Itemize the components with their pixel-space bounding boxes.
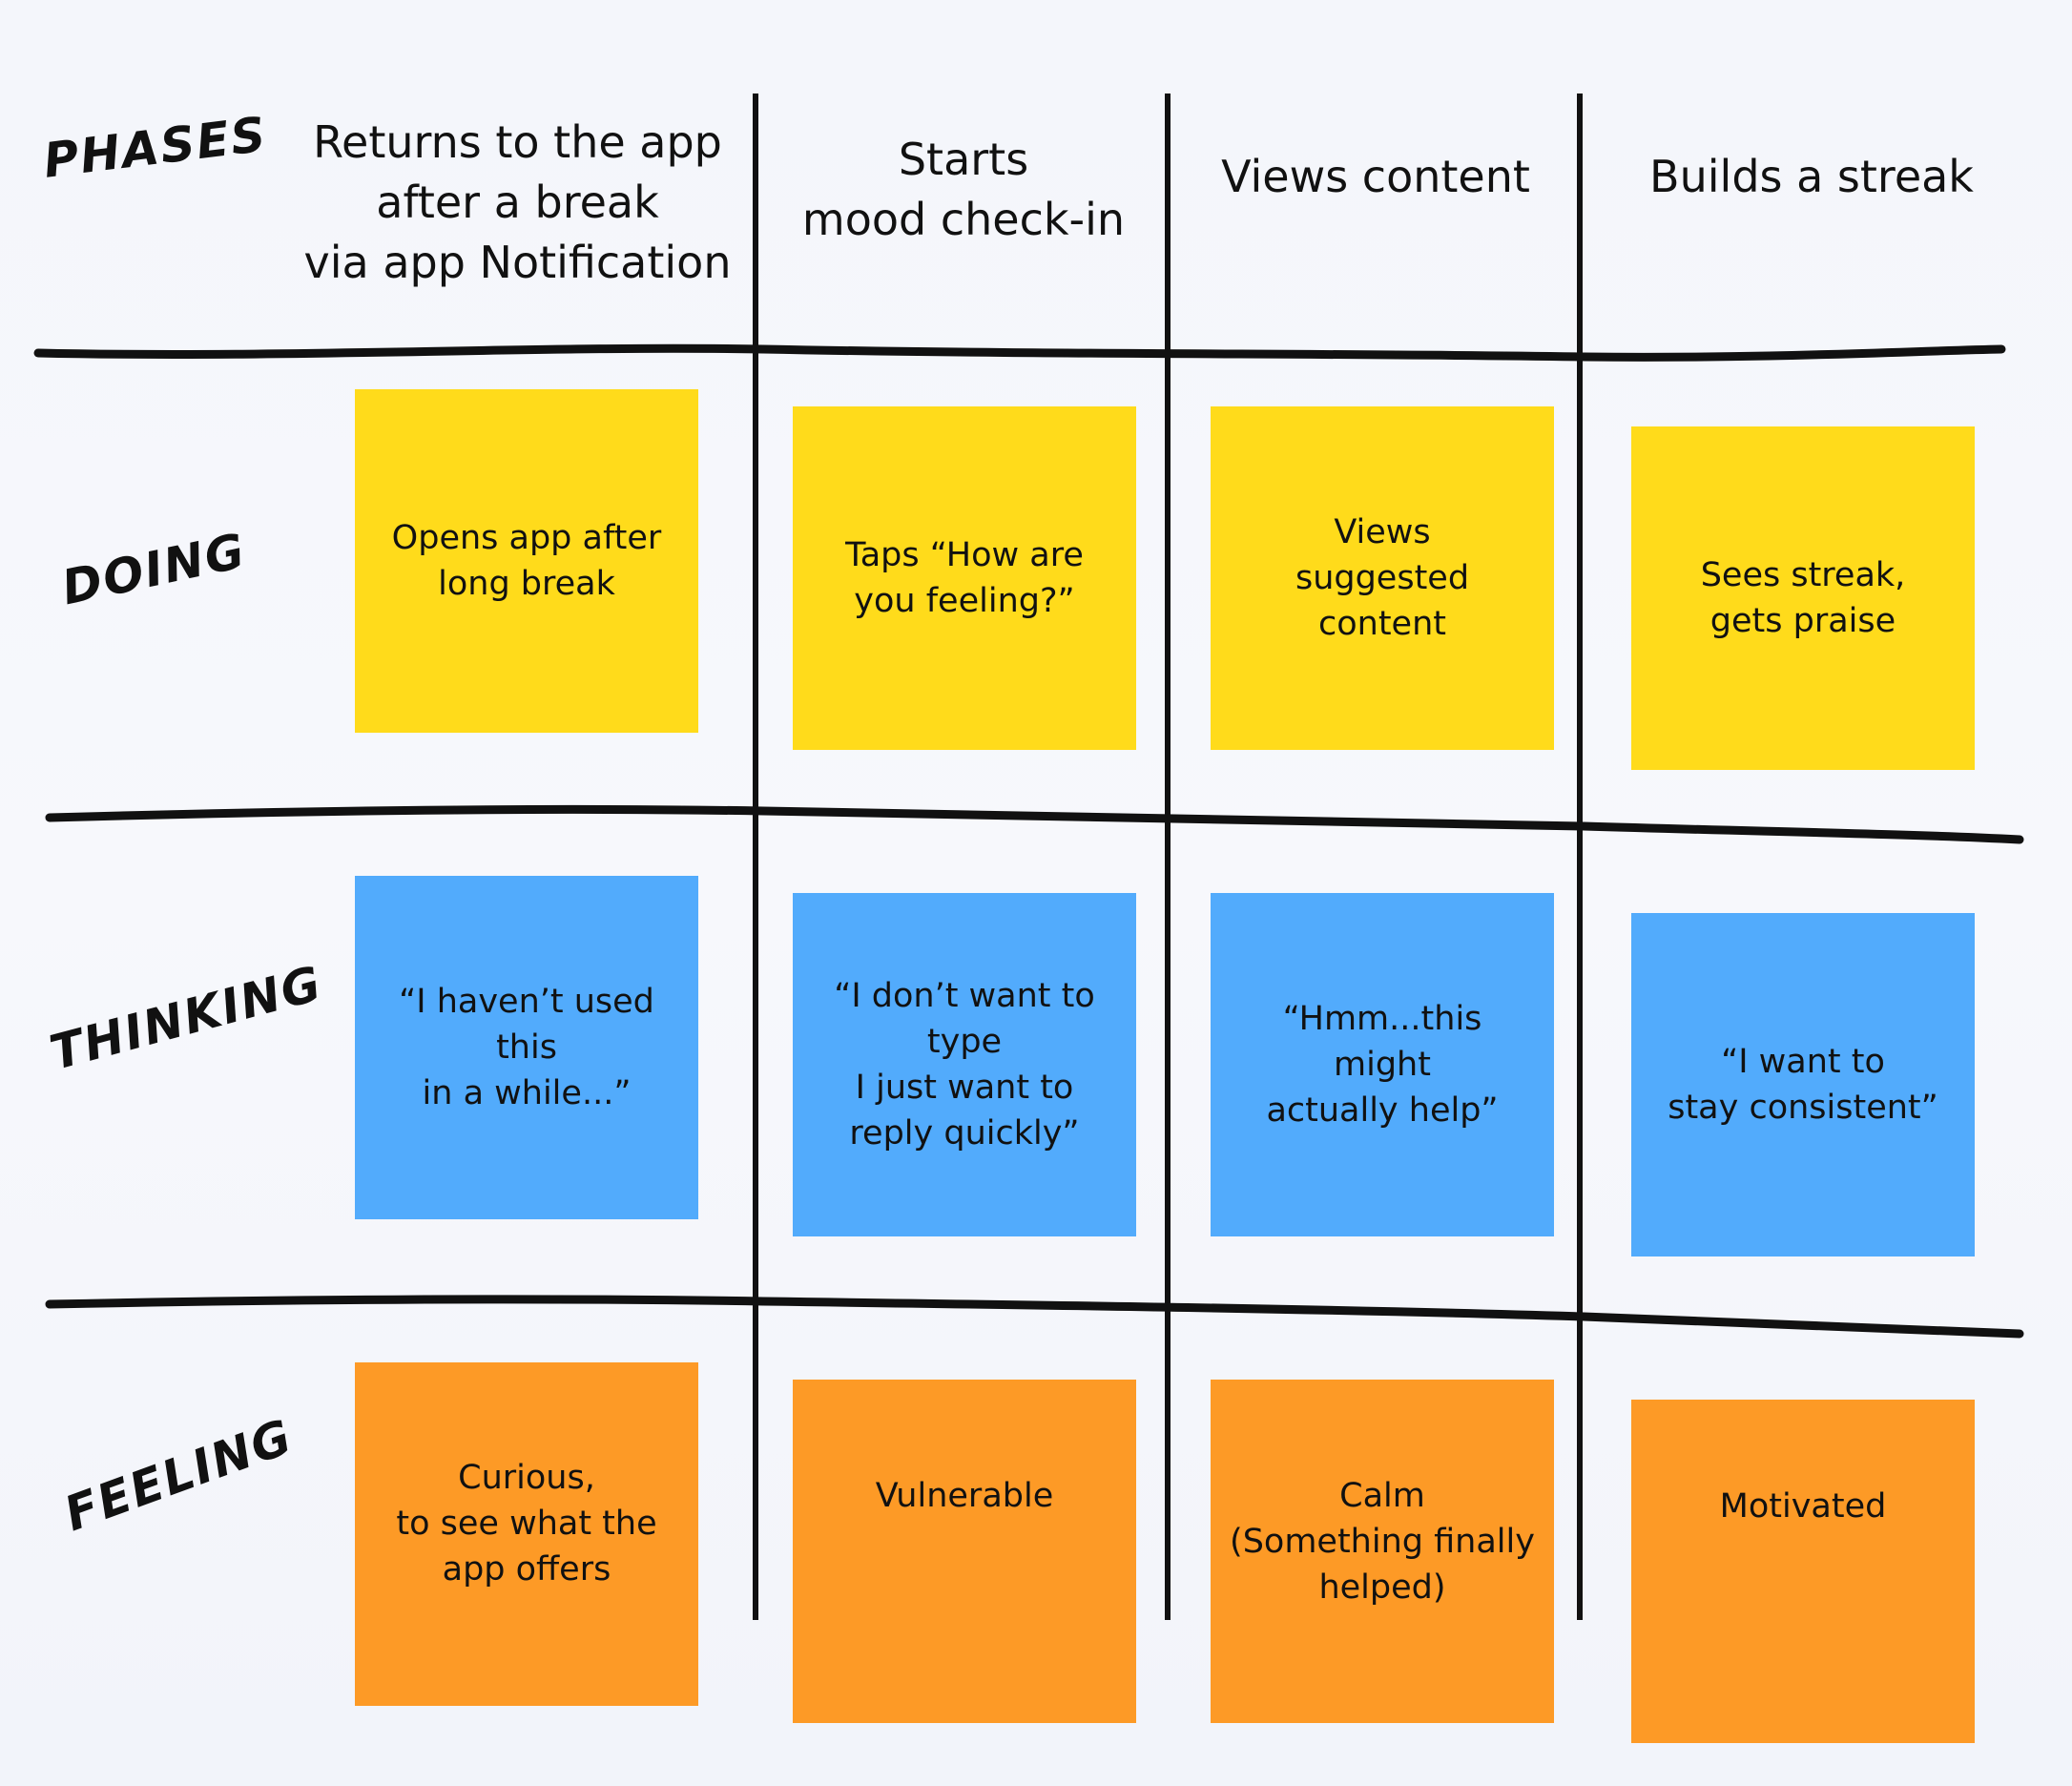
sticky-note-feeling-3[interactable]: Calm (Something finally helped) [1211,1380,1554,1723]
note-text-line: reply quickly” [849,1114,1080,1153]
note-text-line: Motivated [1719,1487,1887,1526]
note-text-line: “I want to [1721,1043,1885,1081]
divider-horizontal-thinking [45,1295,2024,1339]
note-text-line: Taps “How are [845,536,1084,574]
phase-title-line: after a break [376,177,659,228]
note-text-line: in a while...” [422,1074,632,1112]
note-text-line: gets praise [1709,602,1896,640]
note-text-line: Calm [1339,1477,1425,1515]
note-text-line: “I don’t want to type [834,977,1095,1061]
phase-title-2: Starts mood check-in [763,130,1164,250]
sticky-note-feeling-1[interactable]: Curious, to see what the app offers [355,1362,698,1706]
note-text-line: Curious, [458,1459,595,1497]
phase-title-4: Builds a streak [1587,147,2036,207]
phase-title-3: Views content [1175,147,1576,207]
note-text-line: Sees streak, [1700,556,1906,594]
note-text-line: helped) [1318,1568,1446,1607]
sticky-note-thinking-2[interactable]: “I don’t want to type I just want to rep… [793,893,1136,1236]
note-text-line: I just want to [855,1069,1074,1107]
note-text-line: Opens app after [391,519,662,557]
note-text-line: actually help” [1266,1091,1499,1130]
note-text-line: stay consistent” [1668,1089,1938,1127]
note-text-line: app offers [442,1550,611,1589]
note-text-line: Views [1334,513,1431,551]
sticky-note-thinking-4[interactable]: “I want to stay consistent” [1631,913,1975,1256]
sticky-note-doing-1[interactable]: Opens app after long break [355,389,698,733]
sticky-note-feeling-4[interactable]: Motivated [1631,1400,1975,1743]
note-text-line: Vulnerable [875,1477,1054,1515]
note-text-line: to see what the [396,1505,657,1543]
sticky-note-feeling-2[interactable]: Vulnerable [793,1380,1136,1723]
sticky-note-doing-3[interactable]: Views suggested content [1211,406,1554,750]
phase-title-line: Builds a streak [1649,151,1974,202]
note-text-line: long break [438,565,615,603]
note-text-line: “Hmm...this might [1282,1000,1482,1084]
phase-title-line: Returns to the app [313,116,722,168]
note-text-line: (Something finally [1230,1523,1535,1561]
divider-horizontal-doing [45,804,2024,844]
note-text-line: you feeling?” [854,582,1075,620]
sticky-note-thinking-1[interactable]: “I haven’t used this in a while...” [355,876,698,1219]
note-text-line: “I haven’t used this [399,983,654,1067]
divider-horizontal-phases [33,343,2006,362]
sticky-note-thinking-3[interactable]: “Hmm...this might actually help” [1211,893,1554,1236]
note-text-line: suggested content [1295,559,1470,643]
phase-title-1: Returns to the app after a break via app… [286,113,749,293]
phase-title-line: Starts [898,134,1029,185]
sticky-note-doing-2[interactable]: Taps “How are you feeling?” [793,406,1136,750]
phase-title-line: Views content [1221,151,1530,202]
phase-title-line: mood check-in [801,194,1126,245]
sticky-note-doing-4[interactable]: Sees streak, gets praise [1631,426,1975,770]
phase-title-line: via app Notification [303,237,732,288]
